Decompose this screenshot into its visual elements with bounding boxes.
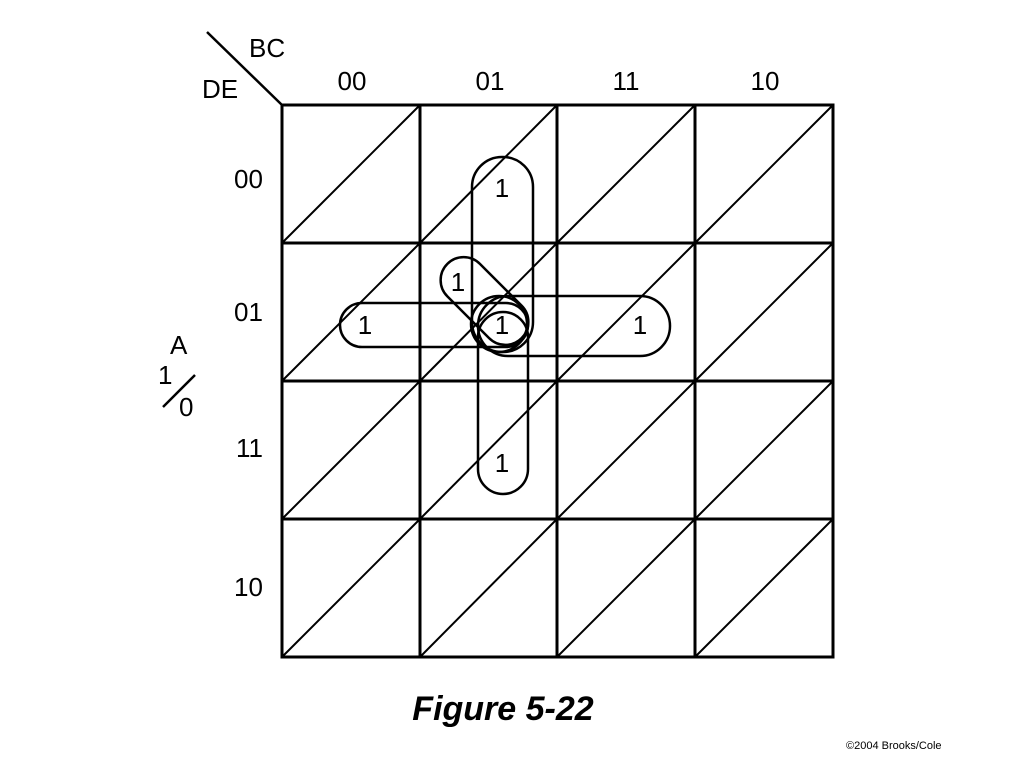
cell-one: 1 — [451, 267, 465, 297]
split-top-label: 1 — [158, 360, 172, 390]
cell-one: 1 — [358, 310, 372, 340]
row-header-00: 00 — [234, 164, 263, 194]
cell-diagonal — [281, 380, 421, 520]
cell-diagonal — [281, 242, 421, 382]
row-variables-label: DE — [202, 74, 238, 104]
cell-diagonals — [281, 104, 834, 658]
cell-diagonal — [694, 380, 834, 520]
cell-diagonal — [419, 380, 558, 520]
cell-diagonal — [419, 518, 558, 658]
copyright-notice: ©2004 Brooks/Cole — [846, 740, 942, 752]
split-legend: A 1 0 — [158, 330, 196, 422]
column-header-10: 10 — [751, 66, 780, 96]
column-header-00: 00 — [338, 66, 367, 96]
cell-diagonal — [556, 380, 696, 520]
column-header-01: 01 — [476, 66, 505, 96]
cell-diagonal — [556, 104, 696, 244]
loop-diagonal — [439, 255, 530, 347]
figure-caption: Figure 5-22 — [412, 690, 593, 728]
split-bottom-label: 0 — [179, 392, 193, 422]
column-variables-label: BC — [249, 33, 285, 63]
split-variable-label: A — [170, 330, 188, 360]
split-slash — [162, 374, 196, 408]
row-header-10: 10 — [234, 572, 263, 602]
cell-diagonal — [419, 242, 558, 382]
cell-diagonal — [694, 518, 834, 658]
cell-diagonal — [694, 242, 834, 382]
row-header-01: 01 — [234, 297, 263, 327]
cell-one: 1 — [633, 310, 647, 340]
loop-vertical-bottom — [476, 310, 530, 496]
cell-diagonal — [694, 104, 834, 244]
cell-diagonal — [419, 104, 558, 244]
cell-diagonal — [556, 242, 696, 382]
row-header-11: 11 — [236, 433, 263, 463]
cell-one: 1 — [495, 310, 509, 340]
cell-diagonal — [281, 518, 421, 658]
cell-diagonal — [281, 104, 421, 244]
cell-one: 1 — [495, 173, 509, 203]
corner-divider — [206, 31, 283, 106]
column-header-11: 11 — [613, 66, 640, 96]
loops — [338, 155, 672, 496]
cell-diagonal — [556, 518, 696, 658]
cell-one: 1 — [495, 448, 509, 478]
loop-circle — [469, 294, 529, 354]
